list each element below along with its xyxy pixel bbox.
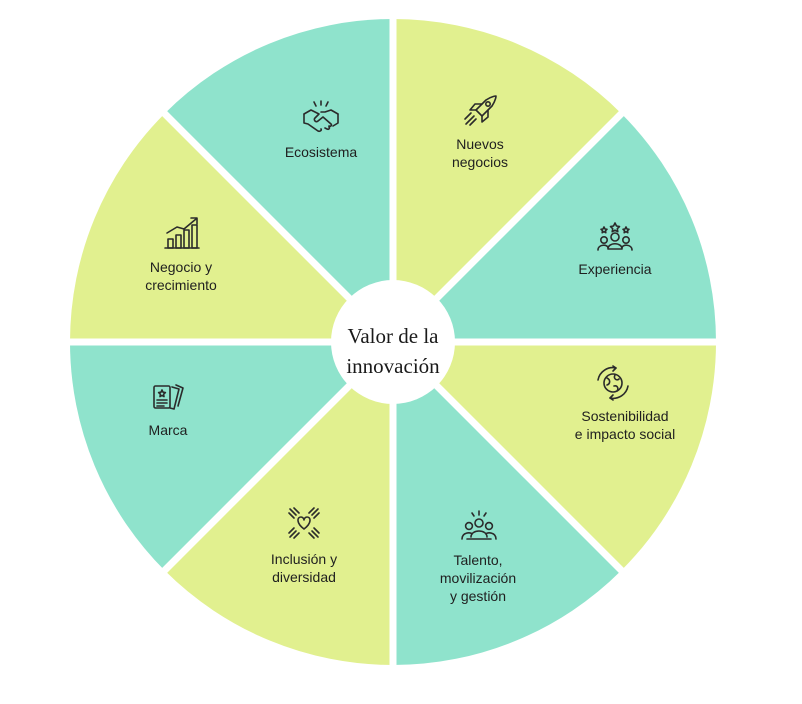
- segment-5-label-line1: Inclusión y: [271, 551, 337, 567]
- team-icon: [461, 510, 497, 540]
- segment-4-label-line3: y gestión: [450, 588, 506, 604]
- segment-icons: [153, 95, 633, 540]
- segment-1: [393, 19, 622, 342]
- globe-recycle-icon: [597, 365, 629, 401]
- segment-6-label-line1: Marca: [149, 422, 188, 438]
- segment-5: [164, 342, 393, 665]
- segment-7: [70, 113, 393, 342]
- segment-3-label-line1: Sostenibilidad: [581, 408, 668, 424]
- growth-chart-icon: [164, 217, 200, 249]
- segment-2-label-line1: Experiencia: [578, 261, 651, 277]
- segment-7-label-line2: crecimiento: [145, 277, 217, 293]
- rocket-icon: [464, 95, 497, 126]
- brand-cards-icon: [153, 384, 184, 410]
- wheel-segments: [70, 19, 716, 665]
- center-title-line2: innovación: [346, 354, 440, 378]
- segment-4-label-line2: movilización: [440, 570, 516, 586]
- hands-heart-icon: [288, 507, 320, 539]
- segment-8: [164, 19, 393, 342]
- segment-3-label-line2: e impacto social: [575, 426, 675, 442]
- segment-3: [393, 342, 716, 571]
- handshake-icon: [303, 100, 339, 133]
- segment-6: [70, 342, 393, 571]
- segment-5-label-line2: diversidad: [272, 569, 336, 585]
- segment-8-label-line1: Ecosistema: [285, 144, 358, 160]
- segment-2: [393, 113, 716, 342]
- segment-1-label-line1: Nuevos: [456, 136, 503, 152]
- segment-4: [393, 342, 622, 665]
- segment-4-label-line1: Talento,: [453, 552, 502, 568]
- center-title-line1: Valor de la: [348, 324, 440, 348]
- segment-7-label-line1: Negocio y: [150, 259, 212, 275]
- people-stars-icon: [597, 222, 633, 251]
- center-circle: [331, 280, 455, 404]
- segment-1-label-line2: negocios: [452, 154, 508, 170]
